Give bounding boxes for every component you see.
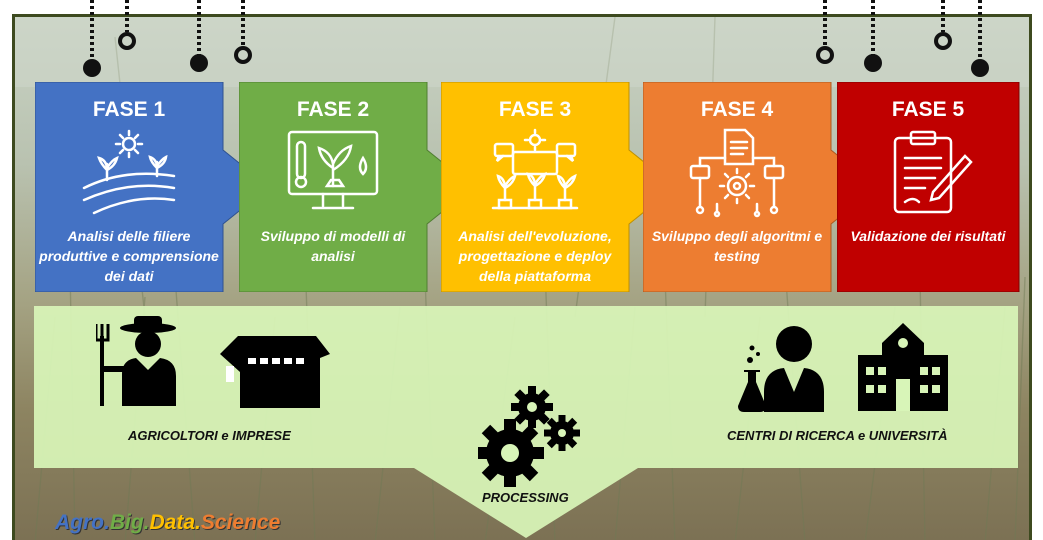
- brand-part: Science: [200, 511, 281, 534]
- brand-logo: Agro.Big.Data.Science: [55, 511, 280, 535]
- university-icon: [858, 323, 948, 411]
- barn-icon: [220, 336, 330, 408]
- phase-3-title: FASE 3: [498, 98, 572, 121]
- phase-2-title: FASE 2: [296, 98, 370, 121]
- brand-part: Big: [109, 511, 144, 534]
- brand-part: Data: [149, 511, 196, 534]
- phase-5-description: Validazione dei risultati: [850, 228, 1006, 244]
- phase-4-description: Sviluppo degli algoritmi e testing: [651, 228, 823, 264]
- farmer-icon: [96, 316, 176, 406]
- stakeholder-left-label: AGRICOLTORI e IMPRESE: [128, 428, 291, 443]
- phase-4-title: FASE 4: [700, 98, 774, 121]
- brand-part: .: [104, 511, 110, 534]
- farm-field-sun-icon: [82, 129, 176, 215]
- phase-2-description: Sviluppo di modelli di analisi: [260, 228, 406, 264]
- gears-icon: [478, 386, 580, 487]
- brand-part: .: [143, 511, 150, 534]
- scientist-icon: [738, 326, 824, 412]
- phase-5-title: FASE 5: [891, 98, 965, 121]
- brand-part: Agro: [55, 511, 104, 534]
- phase-1-title: FASE 1: [92, 98, 166, 121]
- phase-5-box: [837, 82, 1020, 292]
- monitor-plant-icon: [287, 130, 379, 210]
- phase-3-description: Analisi dell'evoluzione, progettazione e…: [458, 228, 612, 284]
- document-gear-icon: [689, 128, 785, 218]
- sprouts-network-icon: [491, 128, 579, 210]
- phase-1-description: Analisi delle filiere produttive e compr…: [39, 228, 219, 284]
- clipboard-pen-icon: [893, 130, 973, 214]
- stakeholder-right-label: CENTRI DI RICERCA e UNIVERSITÀ: [727, 428, 948, 443]
- brand-part: .: [195, 511, 201, 534]
- processing-label: PROCESSING: [482, 490, 569, 505]
